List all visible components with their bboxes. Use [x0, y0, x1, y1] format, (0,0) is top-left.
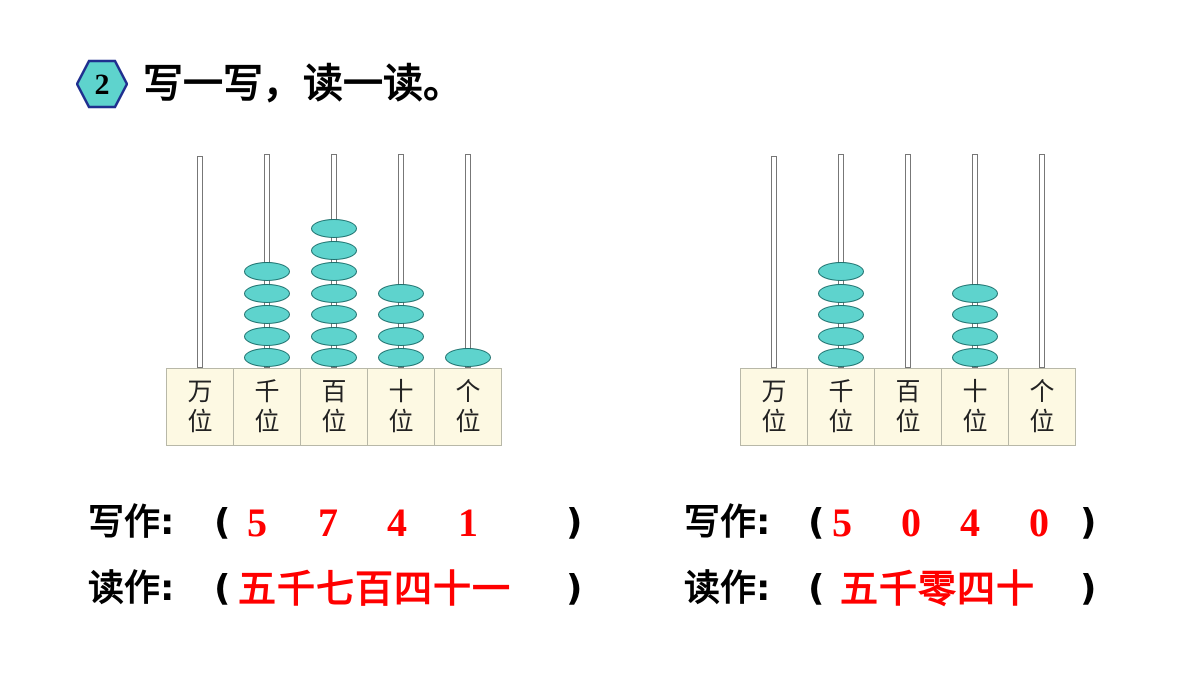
left-place-label-bai: 百位 — [300, 368, 368, 446]
problem-title: 写一写，读一读。 — [143, 61, 463, 107]
left-read-open-paren: ( — [214, 568, 231, 609]
left-rod-bai — [330, 154, 337, 368]
place-label-top: 个 — [455, 377, 481, 406]
left-rod-wan — [196, 156, 203, 368]
left-write-digit-1: 5 — [247, 500, 267, 545]
left-rod-shi — [397, 154, 404, 368]
right-bead-shi — [951, 305, 998, 324]
right-write-digit-3: 4 — [960, 500, 980, 545]
left-bead-ge — [444, 348, 491, 367]
left-write-label: 写作: — [88, 502, 175, 543]
right-read-close-paren: ) — [1080, 568, 1097, 609]
right-write-digit-1: 5 — [832, 500, 852, 545]
right-write-open-paren: ( — [808, 502, 825, 543]
left-place-label-shi: 十位 — [367, 368, 435, 446]
place-label-bottom: 位 — [962, 407, 988, 436]
left-write-digit-2: 7 — [318, 500, 338, 545]
left-read-close-paren: ) — [566, 568, 583, 609]
right-bead-qian — [817, 283, 864, 303]
right-rod-ge — [1038, 154, 1045, 368]
place-label-bottom: 位 — [895, 407, 921, 436]
right-place-label-qian: 千位 — [807, 368, 875, 446]
place-label-top: 十 — [962, 377, 988, 406]
left-place-label-qian: 千位 — [233, 368, 301, 446]
left-write-digit-3: 4 — [387, 500, 407, 545]
left-read-label: 读作: — [88, 568, 175, 609]
right-write-digit-2: 0 — [901, 500, 921, 545]
abacus-left: 万位千位百位十位个位 — [166, 150, 502, 446]
right-read-answer: 五千零四十 — [840, 566, 1036, 611]
place-label-bottom: 位 — [321, 407, 347, 436]
left-write-close-paren: ) — [566, 502, 583, 543]
right-read-open-paren: ( — [808, 568, 825, 609]
left-bead-shi — [377, 305, 424, 324]
left-place-label-ge: 个位 — [434, 368, 502, 446]
right-read-label: 读作: — [684, 568, 771, 609]
left-bead-bai — [310, 262, 357, 281]
left-bead-bai — [310, 305, 357, 324]
place-label-top: 千 — [254, 377, 280, 406]
left-bead-bai — [310, 283, 357, 303]
place-label-top: 十 — [388, 377, 414, 406]
right-place-label-wan: 万位 — [740, 368, 808, 446]
right-write-label: 写作: — [684, 502, 771, 543]
place-label-bottom: 位 — [828, 407, 854, 436]
left-bead-qian — [243, 305, 290, 324]
right-bead-shi — [951, 283, 998, 303]
right-rod-shi — [971, 154, 978, 368]
problem-number: 2 — [95, 68, 110, 101]
left-write-open-paren: ( — [214, 502, 231, 543]
left-write-digit-4: 1 — [458, 500, 478, 545]
right-rod-qian — [837, 154, 844, 368]
place-label-top: 百 — [895, 377, 921, 406]
right-bead-qian — [817, 262, 864, 281]
place-label-top: 万 — [761, 377, 787, 406]
right-place-label-ge: 个位 — [1008, 368, 1076, 446]
problem-number-badge: 2 — [76, 59, 128, 109]
left-bead-qian — [243, 283, 290, 303]
right-place-label-bai: 百位 — [874, 368, 942, 446]
place-label-bottom: 位 — [1029, 407, 1055, 436]
left-bead-shi — [377, 348, 424, 367]
place-label-bottom: 位 — [761, 407, 787, 436]
left-bead-qian — [243, 262, 290, 281]
right-write-close-paren: ) — [1080, 502, 1097, 543]
left-bead-bai — [310, 348, 357, 367]
left-read-answer: 五千七百四十一 — [238, 566, 512, 611]
right-place-label-shi: 十位 — [941, 368, 1009, 446]
right-bead-qian — [817, 305, 864, 324]
right-bead-shi — [951, 326, 998, 346]
place-label-top: 千 — [828, 377, 854, 406]
left-bead-bai — [310, 219, 357, 238]
place-label-bottom: 位 — [388, 407, 414, 436]
left-bead-qian — [243, 326, 290, 346]
place-label-top: 万 — [187, 377, 213, 406]
right-write-digit-4: 0 — [1029, 500, 1049, 545]
right-bead-qian — [817, 348, 864, 367]
place-label-bottom: 位 — [187, 407, 213, 436]
right-rod-bai — [904, 154, 911, 368]
left-rod-ge — [464, 154, 471, 368]
right-bead-shi — [951, 348, 998, 367]
left-bead-bai — [310, 240, 357, 260]
abacus-right: 万位千位百位十位个位 — [740, 150, 1076, 446]
right-bead-qian — [817, 326, 864, 346]
place-label-bottom: 位 — [254, 407, 280, 436]
place-label-top: 个 — [1029, 377, 1055, 406]
left-place-label-wan: 万位 — [166, 368, 234, 446]
place-label-bottom: 位 — [455, 407, 481, 436]
right-rod-wan — [770, 156, 777, 368]
place-label-top: 百 — [321, 377, 347, 406]
left-bead-shi — [377, 283, 424, 303]
left-bead-qian — [243, 348, 290, 367]
left-rod-qian — [263, 154, 270, 368]
left-bead-bai — [310, 326, 357, 346]
left-bead-shi — [377, 326, 424, 346]
